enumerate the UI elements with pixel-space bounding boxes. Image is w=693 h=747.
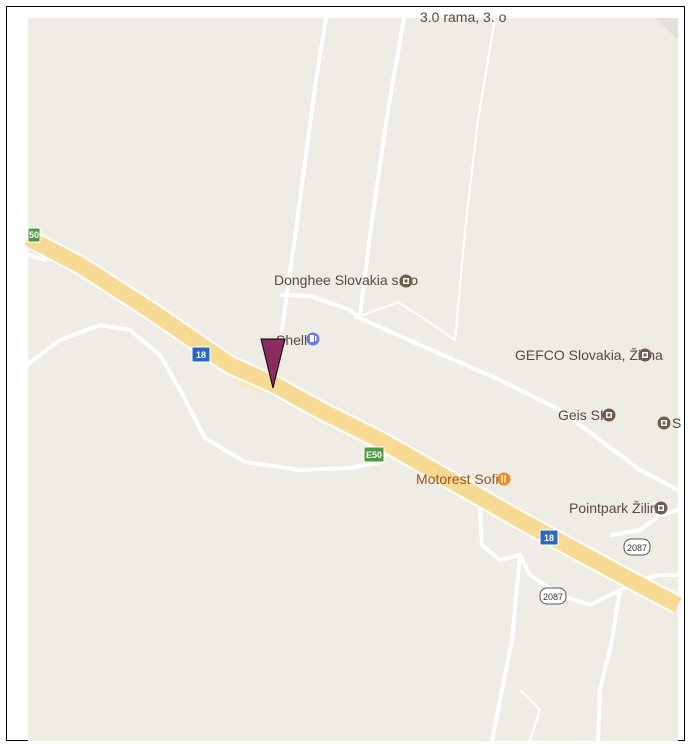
road-right-vertical	[596, 588, 622, 743]
svg-text:GEFCO Slovakia, Žilina: GEFCO Slovakia, Žilina	[515, 347, 663, 363]
map-corner-shade	[655, 18, 678, 40]
poi-geis[interactable]: Geis SK	[558, 407, 616, 423]
svg-text:Geis SK: Geis SK	[558, 407, 610, 423]
poi-edge[interactable]: S	[657, 415, 682, 431]
poi-square-icon	[399, 274, 413, 288]
svg-text:2087: 2087	[627, 543, 647, 553]
road-vertical-b	[358, 16, 406, 317]
road-right-curve	[610, 508, 680, 537]
poi-pointpark[interactable]: Pointpark Žilina	[569, 500, 668, 516]
highway-slip-lane	[234, 378, 263, 394]
road-lower-vertical	[490, 553, 522, 743]
label-top-cut: 3.0 rama, 3. o	[420, 9, 507, 25]
road-upper-branch	[280, 293, 680, 492]
restaurant-icon	[497, 472, 511, 486]
svg-text:Pointpark Žilina: Pointpark Žilina	[569, 500, 666, 516]
road-number-2087-b: 2087	[539, 587, 567, 605]
shield-e50-mid: E50	[363, 446, 385, 463]
poi-gefco[interactable]: GEFCO Slovakia, Žilina	[515, 347, 663, 363]
svg-text:50: 50	[29, 230, 39, 240]
svg-text:18: 18	[196, 350, 206, 360]
shield-18-right: 18	[539, 529, 559, 546]
svg-text:18: 18	[544, 533, 554, 543]
road-thin-c	[454, 17, 496, 341]
shield-e50-left: 50	[27, 227, 41, 243]
poi-square-icon	[654, 501, 668, 515]
highway-e50-fill	[24, 230, 682, 613]
svg-text:Motorest Sofia: Motorest Sofia	[416, 471, 506, 487]
road-bottom-short	[519, 689, 541, 742]
road-vertical-a	[280, 16, 328, 332]
svg-text:Donghee Slovakia s.r.o: Donghee Slovakia s.r.o	[274, 272, 418, 288]
poi-square-icon	[657, 416, 671, 430]
svg-text:S: S	[672, 415, 681, 431]
road-left-loop	[26, 323, 397, 472]
road-left-stub	[26, 253, 47, 262]
location-marker-icon[interactable]	[260, 338, 286, 389]
road-thin-d	[354, 301, 456, 341]
svg-text:E50: E50	[366, 450, 382, 460]
fuel-station-icon	[306, 332, 320, 346]
shield-18-left: 18	[191, 346, 211, 363]
poi-donghee[interactable]: Donghee Slovakia s.r.o	[274, 272, 418, 288]
map-background	[28, 18, 678, 741]
poi-square-icon	[602, 408, 616, 422]
poi-square-icon	[638, 348, 652, 362]
poi-motorest[interactable]: Motorest Sofia	[416, 471, 511, 487]
svg-text:2087: 2087	[543, 592, 563, 602]
road-number-2087-a: 2087	[623, 538, 651, 556]
